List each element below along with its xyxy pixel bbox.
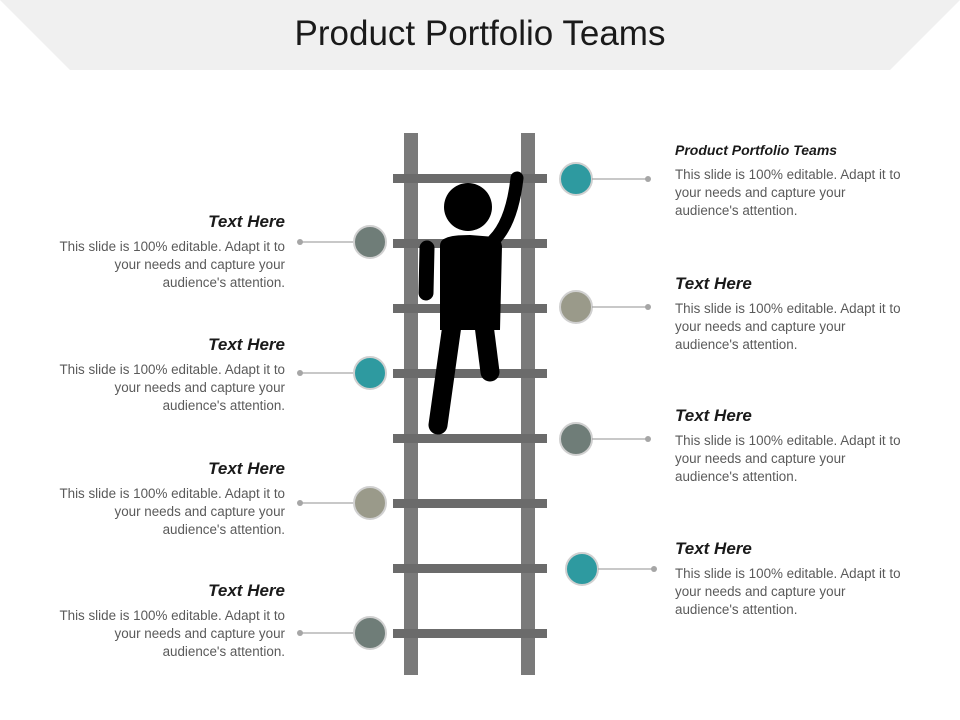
block-heading: Text Here: [675, 539, 752, 558]
connector-dot: [645, 176, 651, 182]
connector-dot: [651, 566, 657, 572]
block-body: This slide is 100% editable. Adapt it to…: [59, 608, 285, 659]
right-text-block-1: Product Portfolio Teams This slide is 10…: [675, 142, 905, 220]
connector-dot: [297, 370, 303, 376]
marker-circle: [559, 290, 593, 324]
ladder-rung: [393, 629, 547, 638]
page-title: Product Portfolio Teams: [294, 14, 666, 53]
connector-dot: [297, 500, 303, 506]
ladder-rung: [393, 369, 547, 378]
marker-circle: [353, 356, 387, 390]
block-heading: Text Here: [208, 212, 285, 231]
right-text-block-3: Text Here This slide is 100% editable. A…: [675, 406, 905, 486]
block-body: This slide is 100% editable. Adapt it to…: [675, 566, 901, 617]
block-heading: Product Portfolio Teams: [675, 142, 838, 158]
connector-dot: [645, 304, 651, 310]
ladder-rung: [393, 499, 547, 508]
person-climbing-ladder-icon: [418, 171, 524, 435]
marker-circle: [559, 422, 593, 456]
right-text-block-2: Text Here This slide is 100% editable. A…: [675, 274, 905, 354]
connector-dot: [297, 239, 303, 245]
block-heading: Text Here: [208, 459, 285, 478]
left-markers: [297, 225, 387, 650]
ladder-rung: [393, 564, 547, 573]
left-text-block-4: Text Here This slide is 100% editable. A…: [55, 581, 285, 661]
block-body: This slide is 100% editable. Adapt it to…: [59, 486, 285, 537]
connector-dot: [297, 630, 303, 636]
ladder-rung: [393, 174, 547, 183]
right-text-block-4: Text Here This slide is 100% editable. A…: [675, 539, 905, 619]
header-band: [0, 0, 960, 70]
marker-circle: [565, 552, 599, 586]
marker-circle: [559, 162, 593, 196]
block-heading: Text Here: [208, 581, 285, 600]
marker-circle: [353, 616, 387, 650]
block-body: This slide is 100% editable. Adapt it to…: [675, 433, 901, 484]
block-body: This slide is 100% editable. Adapt it to…: [675, 301, 901, 352]
right-markers: [559, 162, 657, 586]
block-body: This slide is 100% editable. Adapt it to…: [59, 239, 285, 290]
block-body: This slide is 100% editable. Adapt it to…: [675, 167, 901, 218]
marker-circle: [353, 486, 387, 520]
left-text-block-3: Text Here This slide is 100% editable. A…: [55, 459, 285, 539]
block-body: This slide is 100% editable. Adapt it to…: [59, 362, 285, 413]
ladder-rung: [393, 434, 547, 443]
marker-circle: [353, 225, 387, 259]
connector-dot: [645, 436, 651, 442]
block-heading: Text Here: [208, 335, 285, 354]
ladder-rail-left: [404, 133, 418, 675]
block-heading: Text Here: [675, 406, 752, 425]
block-heading: Text Here: [675, 274, 752, 293]
left-text-block-1: Text Here This slide is 100% editable. A…: [55, 212, 285, 292]
ladder-rail-right: [521, 133, 535, 675]
left-text-block-2: Text Here This slide is 100% editable. A…: [55, 335, 285, 415]
